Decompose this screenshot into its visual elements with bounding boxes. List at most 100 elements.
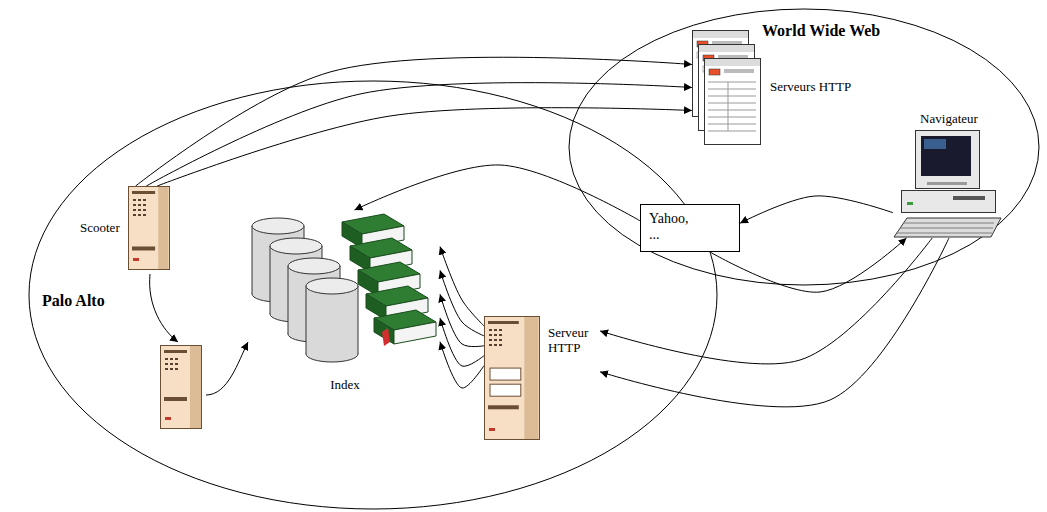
vent: [165, 358, 168, 360]
page-heading: [724, 69, 754, 73]
index-store: Index: [250, 210, 440, 393]
monitor: [916, 130, 980, 188]
drive-slot: [132, 246, 155, 250]
tower-icon: [484, 316, 540, 440]
cylinder-side: [270, 246, 271, 314]
vent: [133, 204, 136, 206]
key-row: [897, 232, 992, 233]
node-label: Scooter: [80, 221, 120, 236]
page-title-bar: [693, 31, 748, 38]
flow-arrow: [157, 108, 692, 186]
connectors: [136, 57, 949, 407]
page-title-bar: [705, 59, 760, 66]
vent: [499, 344, 502, 346]
site-region: Palo AltoScooterIndexServeur HTTP: [28, 80, 718, 510]
cylinder-body: [306, 286, 358, 354]
keyboard: [894, 218, 1001, 237]
key-row: [900, 227, 993, 228]
vent: [494, 334, 497, 336]
vent: [170, 363, 173, 365]
cylinder-top: [288, 258, 340, 274]
vent: [489, 344, 492, 346]
table-rule: [708, 110, 756, 111]
pages-icon: [692, 30, 762, 145]
directory-box: Yahoo, ...: [640, 204, 740, 252]
vent: [143, 209, 146, 211]
crawler-server: Scooter: [80, 186, 170, 270]
region-title: Palo Alto: [42, 292, 105, 310]
vent: [489, 329, 492, 331]
browser-computer: Navigateur: [893, 112, 1005, 238]
page-logo: [709, 69, 720, 75]
vent: [494, 339, 497, 341]
region-title-holder: World Wide Web: [762, 22, 880, 40]
tower-case: [485, 317, 540, 440]
vent: [138, 199, 141, 201]
table-rule: [708, 82, 756, 83]
vent: [175, 358, 178, 360]
vent: [489, 339, 492, 341]
vent: [494, 344, 497, 346]
flow-arrow: [440, 342, 484, 388]
vent: [138, 209, 141, 211]
vent: [143, 214, 146, 216]
flow-arrow: [600, 238, 932, 364]
web-servers: Serveurs HTTP: [692, 30, 851, 145]
vent: [143, 204, 146, 206]
page-frame: [705, 59, 761, 145]
vent: [499, 339, 502, 341]
power-led: [907, 202, 913, 205]
cylinder-top: [270, 238, 322, 254]
vent: [499, 329, 502, 331]
vent: [494, 329, 497, 331]
cylinder-top: [252, 218, 304, 234]
page-title-bar: [699, 45, 754, 52]
tower-side: [190, 346, 201, 428]
drive-slot: [953, 196, 985, 200]
region-ellipse: [29, 81, 717, 509]
vent: [170, 358, 173, 360]
drive-slot: [488, 321, 519, 324]
drive-slot: [164, 350, 187, 353]
monitor-trim: [927, 182, 967, 185]
tower-case: [161, 346, 202, 429]
node-label: Yahoo, ...: [649, 211, 695, 243]
flow-arrow: [600, 238, 949, 407]
web-page: [705, 59, 761, 145]
cylinder-side: [252, 226, 253, 294]
flow-arrow: [440, 318, 484, 366]
table-rule: [708, 89, 756, 90]
tower-icon: [128, 186, 170, 270]
cylinder-side: [288, 266, 289, 334]
cylinder-side: [358, 286, 359, 354]
flow-arrow: [150, 274, 178, 342]
vent: [170, 368, 173, 370]
vent: [499, 334, 502, 336]
network-region: World Wide WebServeurs HTTP Navigateur: [568, 8, 1040, 286]
cylinder-side: [306, 286, 307, 354]
disk-cylinder: [306, 278, 358, 362]
flow-arrow: [206, 342, 248, 395]
table-rule: [708, 124, 756, 125]
screen: [921, 136, 971, 176]
node-label: Index: [330, 378, 360, 393]
vent: [489, 334, 492, 336]
node-label: Navigateur: [920, 112, 978, 127]
drive-bay: [490, 368, 521, 380]
power-led: [165, 417, 171, 420]
drive-slot: [132, 191, 155, 194]
pc-icon: [893, 130, 1005, 238]
flow-arrow: [136, 57, 692, 186]
node-label: Serveurs HTTP: [770, 80, 851, 95]
vent: [175, 368, 178, 370]
vent: [175, 363, 178, 365]
vent: [133, 214, 136, 216]
flow-arrow: [740, 196, 893, 223]
tower-case: [128, 187, 169, 270]
index-icon: [250, 210, 440, 375]
indexer-server: [161, 346, 202, 429]
book-pages: [394, 322, 436, 344]
drive-slot: [164, 397, 187, 401]
bookmark: [382, 328, 390, 346]
